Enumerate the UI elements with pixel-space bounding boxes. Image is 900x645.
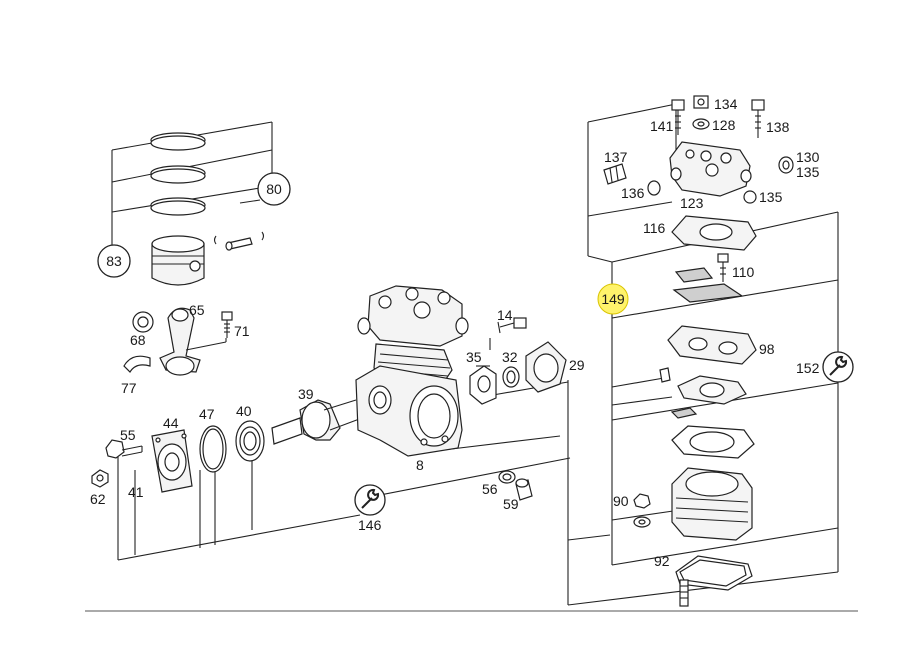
seal-56 xyxy=(498,470,516,484)
callout-8: 8 xyxy=(416,457,424,473)
gasket-35 xyxy=(469,365,497,405)
ring-135 xyxy=(743,190,757,204)
gasket-116 xyxy=(671,215,757,251)
callout-59: 59 xyxy=(503,496,519,512)
callout-47: 47 xyxy=(199,406,215,422)
connecting-rod-group xyxy=(123,307,233,376)
compressor-body-8 xyxy=(355,285,469,457)
seal-ring-47 xyxy=(199,425,227,473)
callout-44: 44 xyxy=(163,415,179,431)
callout-32: 32 xyxy=(502,349,518,365)
cover-29 xyxy=(525,341,567,393)
wrench-icon xyxy=(354,484,386,516)
dowel-pin xyxy=(659,367,671,383)
ring-130 xyxy=(778,156,794,174)
callout-92: 92 xyxy=(654,553,670,569)
cylinder-head-123 xyxy=(669,141,752,197)
bolt-110 xyxy=(717,253,729,282)
callout-77: 77 xyxy=(121,380,137,396)
callout-149-highlight: 149 xyxy=(597,283,629,315)
ring-136 xyxy=(647,180,661,196)
bolt-90 xyxy=(633,493,651,528)
reed-strip xyxy=(670,407,698,419)
plug-59 xyxy=(515,478,533,501)
piston-rings xyxy=(150,132,206,216)
stud xyxy=(679,579,689,607)
cylinder-gasket xyxy=(671,425,755,459)
callout-90: 90 xyxy=(613,493,629,509)
callout-141: 141 xyxy=(650,118,674,134)
bolt-141 xyxy=(671,99,685,135)
callout-39: 39 xyxy=(298,386,314,402)
callout-68: 68 xyxy=(130,332,146,348)
svg-text:80: 80 xyxy=(266,181,282,197)
bolt-14 xyxy=(489,317,527,350)
fitting-137 xyxy=(603,163,627,185)
bolt-138 xyxy=(751,99,765,138)
svg-text:83: 83 xyxy=(106,253,122,269)
callout-41: 41 xyxy=(128,484,144,500)
cylinder-barrel xyxy=(671,467,753,541)
callout-116: 116 xyxy=(643,220,666,236)
callout-98: 98 xyxy=(759,341,775,357)
intake-plate xyxy=(677,375,747,405)
callout-137: 137 xyxy=(604,149,628,165)
callout-35: 35 xyxy=(466,349,482,365)
plug-134 xyxy=(693,95,709,109)
callout-56: 56 xyxy=(482,481,498,497)
callout-128: 128 xyxy=(712,117,736,133)
callout-40: 40 xyxy=(236,403,252,419)
callout-65: 65 xyxy=(189,302,205,318)
callout-80: 80 xyxy=(257,172,291,206)
crankshaft-39 xyxy=(271,399,363,445)
callout-83: 83 xyxy=(97,244,131,278)
callout-138: 138 xyxy=(766,119,790,135)
callout-29: 29 xyxy=(569,357,585,373)
callout-136: 136 xyxy=(621,185,645,201)
callout-146: 146 xyxy=(358,517,382,533)
callout-123: 123 xyxy=(680,195,704,211)
nut-62 xyxy=(91,469,109,488)
callout-134: 134 xyxy=(714,96,738,112)
callout-152: 152 xyxy=(796,360,820,376)
washer-128 xyxy=(692,118,710,130)
piston xyxy=(151,235,205,286)
piston-pin xyxy=(213,231,265,251)
callout-62: 62 xyxy=(90,491,106,507)
bearing-40 xyxy=(235,420,265,462)
callout-110: 110 xyxy=(732,264,755,280)
gasket-92 xyxy=(675,555,753,591)
reed-plates-149 xyxy=(672,267,744,303)
callout-135a: 135 xyxy=(796,164,820,180)
callout-14: 14 xyxy=(497,307,513,323)
callout-71: 71 xyxy=(234,323,250,339)
wrench-icon xyxy=(822,351,854,383)
valve-plate-98 xyxy=(667,325,757,365)
callout-135b: 135 xyxy=(759,189,783,205)
flange-44 xyxy=(151,429,193,493)
ring-32 xyxy=(502,366,520,388)
callout-149: 149 xyxy=(601,291,625,307)
callout-55: 55 xyxy=(120,427,136,443)
bolt-55 xyxy=(105,439,143,459)
callout-130: 130 xyxy=(796,149,820,165)
